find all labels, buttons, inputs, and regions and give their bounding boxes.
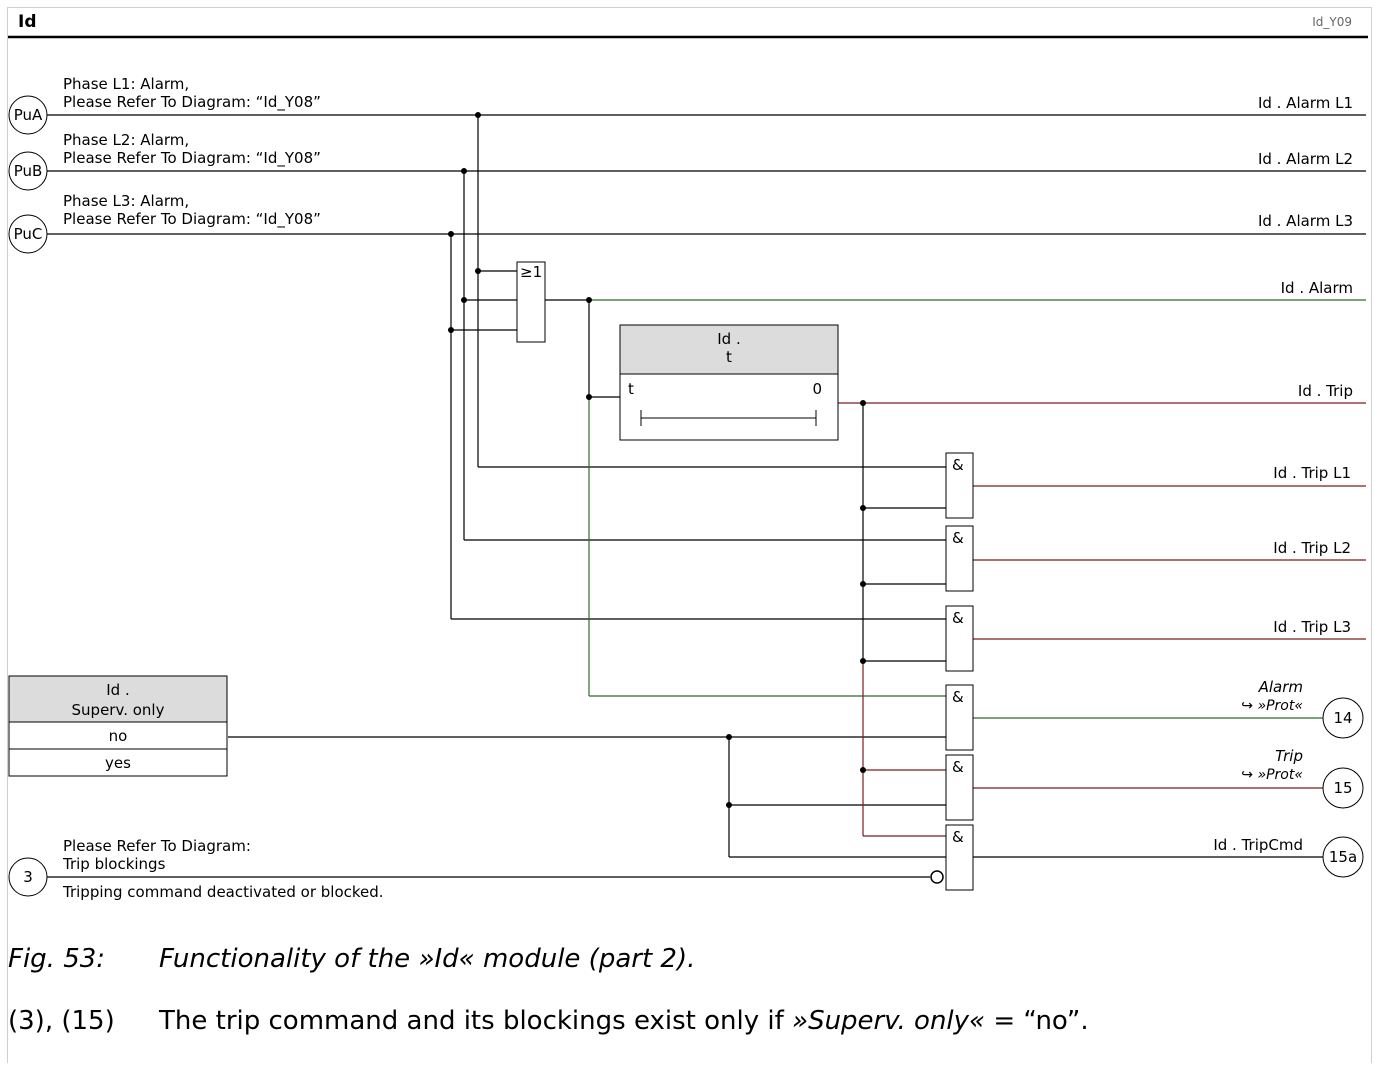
output-trip-l1: Id . Trip L1: [1273, 464, 1351, 482]
connector-circle: [1322, 697, 1364, 739]
blocking-input: 3 Please Refer To Diagram: Trip blocking…: [8, 837, 384, 901]
and-gate-trip-prot: &: [945, 754, 974, 821]
inverter-bubble: [930, 870, 944, 884]
connector-circle: [8, 857, 48, 897]
junction-dots: [448, 112, 866, 808]
input-label-line2: Please Refer To Diagram: “Id_Y08”: [63, 210, 321, 229]
diagram-id: Id_Y09: [1312, 15, 1352, 29]
input-label-line1: Phase L1: Alarm,: [63, 75, 189, 93]
output-trip: Id . Trip: [1298, 382, 1353, 400]
connector-circle: [1322, 836, 1364, 878]
figure-number: Fig. 53:: [8, 944, 106, 974]
output-connector-15a: 15a: [1322, 836, 1364, 878]
output-alarm-prot-label: Alarm: [1258, 678, 1303, 696]
and-gate-symbol: &: [952, 828, 964, 846]
or-gate-symbol: ≥1: [520, 263, 542, 281]
input-label-line2: Please Refer To Diagram: “Id_Y08”: [63, 149, 321, 168]
setting-title-line2: Superv. only: [72, 701, 165, 719]
blocking-note: Tripping command deactivated or blocked.: [62, 883, 384, 901]
input-pua: PuA Phase L1: Alarm, Please Refer To Dia…: [8, 75, 321, 135]
input-label-line1: Phase L2: Alarm,: [63, 131, 189, 149]
timer-title-line2: t: [726, 348, 732, 366]
setting-option-yes: [8, 748, 228, 777]
connector-label: PuA: [14, 106, 43, 124]
figure-caption: Fig. 53: Functionality of the »Id« module…: [8, 944, 695, 974]
trip-wires: [838, 402, 1366, 837]
connector-label: 15: [1333, 779, 1352, 797]
setting-title-line1: Id .: [106, 681, 129, 699]
connector-label: 14: [1333, 709, 1352, 727]
output-alarm-prot-sub: ↪ »Prot«: [1241, 698, 1303, 714]
input-puc: PuC Phase L3: Alarm, Please Refer To Dia…: [8, 192, 321, 254]
output-connector-15: 15: [1322, 767, 1364, 809]
output-trip-l2: Id . Trip L2: [1273, 539, 1351, 557]
footnote-text-post: = “no”.: [985, 1006, 1089, 1036]
timer-left-label: t: [628, 380, 634, 398]
connector-label: PuB: [14, 162, 43, 180]
and-gate-alarm-prot: &: [945, 684, 974, 751]
page-frame: [7, 7, 1372, 1063]
output-trip-prot-label: Trip: [1275, 747, 1303, 765]
timer-title-line1: Id .: [717, 330, 740, 348]
footnote-emphasis: »Superv. only«: [792, 1006, 986, 1036]
and-gate-symbol: &: [952, 758, 964, 776]
or-gate: ≥1: [516, 261, 546, 343]
output-labels: Id . Alarm L1 Id . Alarm L2 Id . Alarm L…: [1213, 94, 1353, 854]
timer-block: Id . t t 0: [619, 324, 839, 441]
input-label-line2: Please Refer To Diagram: “Id_Y08”: [63, 93, 321, 112]
alarm-wires: [588, 299, 1366, 719]
output-alarm: Id . Alarm: [1281, 279, 1353, 297]
and-gate-symbol: &: [952, 609, 964, 627]
output-trip-l3: Id . Trip L3: [1273, 618, 1351, 636]
and-gate-trip-l2: &: [945, 525, 974, 592]
footnote-text-pre: The trip command and its blockings exist…: [159, 1006, 793, 1036]
output-alarm-l1: Id . Alarm L1: [1258, 94, 1353, 112]
setting-option-no-label: no: [109, 727, 128, 745]
connector-label: 3: [23, 868, 33, 886]
superv-only-setting: Id . Superv. only no yes: [8, 675, 228, 777]
blocking-label-line2: Trip blockings: [62, 855, 166, 873]
diagram-title: Id: [18, 12, 37, 32]
and-gate-trip-l3: &: [945, 605, 974, 672]
connector-label: PuC: [14, 225, 43, 243]
and-gate-tripcmd: &: [930, 824, 974, 891]
connector-label: 15a: [1329, 848, 1357, 866]
logic-diagram: Id Id_Y09 PuA Phase L1: Alarm, Please Re…: [8, 12, 1368, 901]
blocking-label-line1: Please Refer To Diagram:: [63, 837, 251, 855]
output-connector-14: 14: [1322, 697, 1364, 739]
output-alarm-l3: Id . Alarm L3: [1258, 212, 1353, 230]
and-gate-symbol: &: [952, 688, 964, 706]
timer-right-label: 0: [812, 380, 822, 398]
output-tripcmd: Id . TripCmd: [1213, 836, 1303, 854]
input-pub: PuB Phase L2: Alarm, Please Refer To Dia…: [8, 131, 321, 191]
and-gate-trip-l1: &: [945, 452, 974, 519]
figure-caption-text: Functionality of the »Id« module (part 2…: [159, 944, 696, 974]
output-trip-prot-sub: ↪ »Prot«: [1241, 767, 1303, 783]
and-gate-symbol: &: [952, 456, 964, 474]
output-alarm-l2: Id . Alarm L2: [1258, 150, 1353, 168]
footnote-ref: (3), (15): [8, 1006, 115, 1036]
and-gate-symbol: &: [952, 529, 964, 547]
setting-option-yes-label: yes: [105, 754, 131, 772]
input-label-line1: Phase L3: Alarm,: [63, 192, 189, 210]
signal-wires: [47, 114, 1366, 878]
connector-circle: [1322, 767, 1364, 809]
footnote: (3), (15) The trip command and its blocki…: [8, 1006, 1089, 1036]
